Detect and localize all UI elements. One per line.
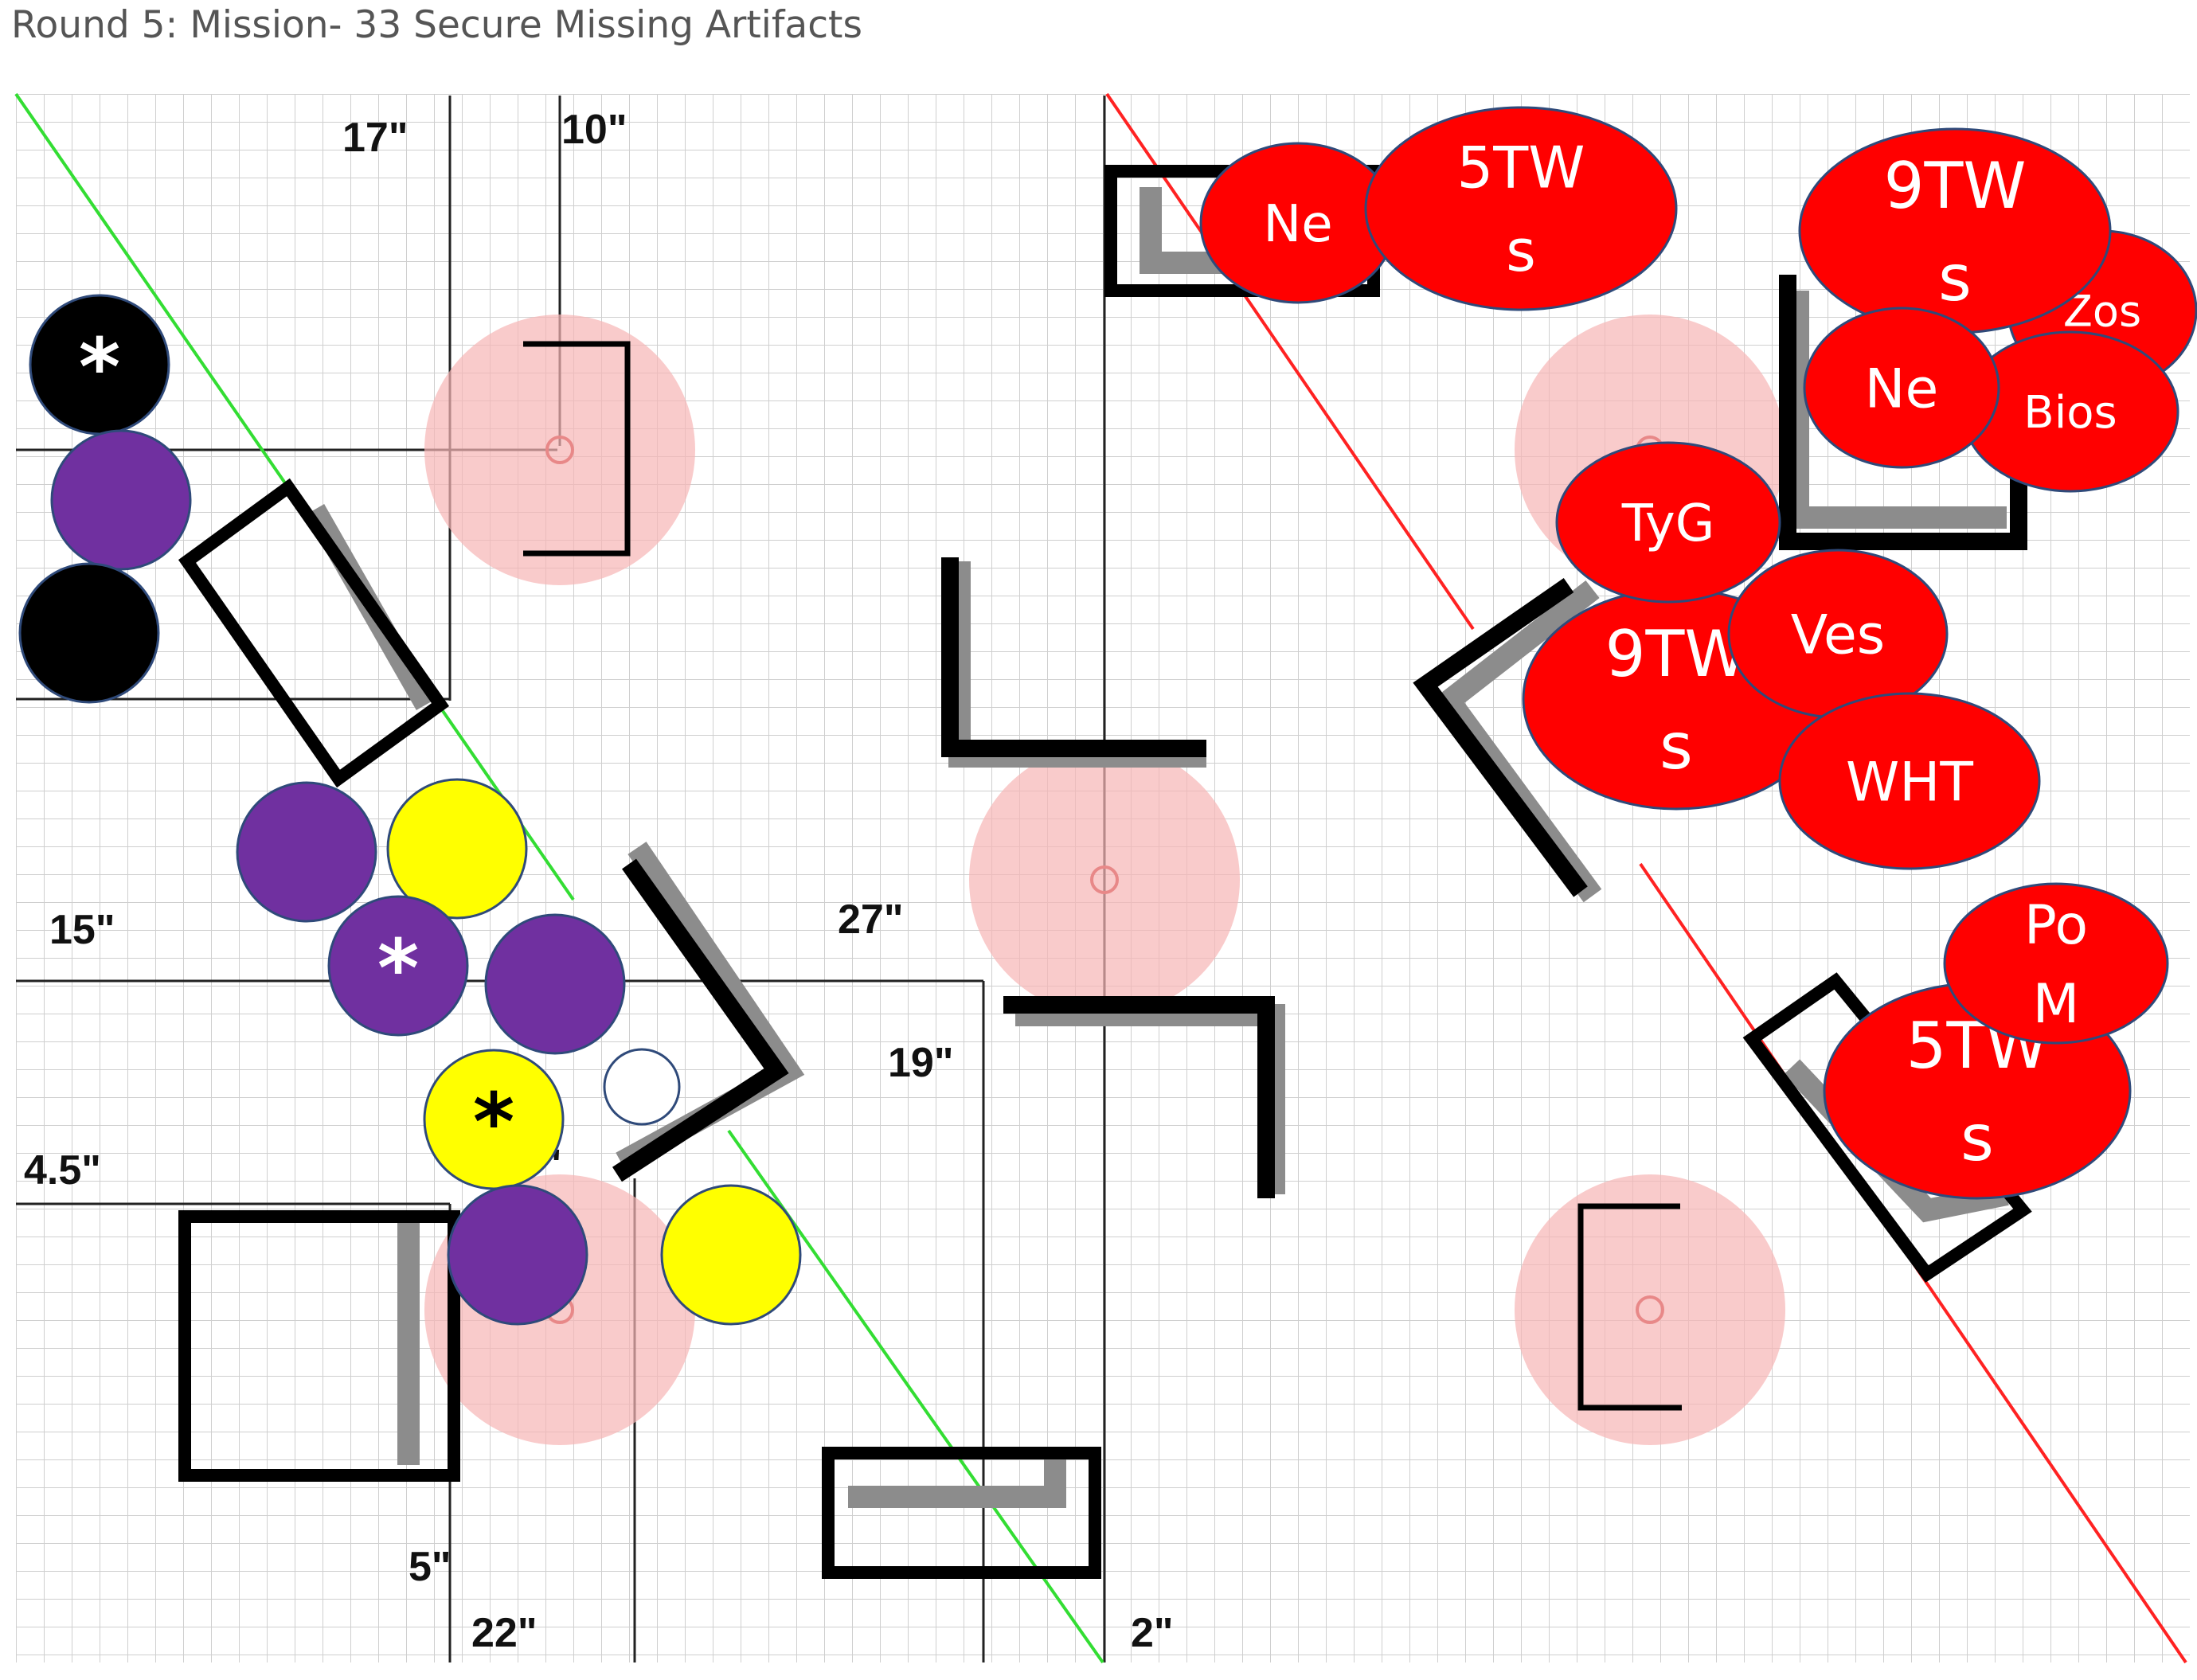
enemy-unit-ne[interactable]: Ne [1803, 307, 2000, 469]
terrain-ruin [822, 1447, 1101, 1579]
enemy-unit-bios[interactable]: Bios [1961, 330, 2179, 493]
enemy-unit-pom[interactable]: PoM [1943, 882, 2169, 1045]
enemy-unit-label: Ne [1865, 357, 1939, 420]
terrain-ruin [178, 478, 450, 788]
purple-unit-token[interactable] [484, 913, 626, 1055]
enemy-unit-wht[interactable]: WHT [1778, 692, 2041, 870]
black-unit-token[interactable] [18, 562, 160, 704]
player-tokens: * * * [18, 294, 802, 1326]
purple-unit-token[interactable] [447, 1184, 588, 1326]
measurement-label: 4.5" [24, 1147, 101, 1194]
measurement-label: 22" [471, 1610, 538, 1656]
yellow-unit-token[interactable]: * [423, 1049, 565, 1190]
enemy-unit-label: TyG [1621, 494, 1715, 553]
enemy-unit-label: s [1960, 1101, 1994, 1175]
objective-zone [969, 744, 1240, 1015]
measurement-label: 17" [342, 115, 409, 161]
objective-zone [1515, 1174, 1785, 1445]
objective-zone [424, 315, 695, 585]
enemy-unit-label: Bios [2023, 387, 2117, 439]
enemy-unit-ne[interactable]: Ne [1199, 142, 1397, 304]
yellow-unit-token[interactable] [660, 1184, 802, 1326]
terrain-brackets [523, 341, 1682, 1411]
enemy-unit-label: Ne [1263, 195, 1332, 254]
terrain-ruin [178, 1210, 460, 1482]
measurement-label: 27" [838, 897, 904, 943]
enemy-unit-label: 9TW [1884, 149, 2027, 223]
measurement-label: 10" [561, 107, 627, 153]
enemy-unit-label: WHT [1846, 751, 1973, 814]
yellow-unit-token[interactable] [386, 778, 528, 920]
measurement-label: 2" [1131, 1610, 1174, 1656]
enemy-unit-label: Po [2024, 894, 2088, 957]
enemy-deployment-line [1105, 92, 1475, 631]
enemy-unit-label: s [1506, 217, 1536, 284]
terrain-ruin [1742, 972, 2032, 1283]
enemy-unit-tyg[interactable]: TyG [1555, 441, 1781, 604]
measurement-label: 19" [888, 1040, 954, 1086]
purple-unit-token[interactable] [50, 429, 192, 571]
enemy-unit-9tws[interactable]: 9TW s [1798, 127, 2112, 334]
enemy-unit-ves[interactable]: Ves [1727, 549, 1949, 719]
asterisk-marker: * [79, 321, 120, 414]
purple-unit-token[interactable]: * [327, 895, 469, 1037]
purple-unit-token[interactable] [236, 781, 377, 923]
asterisk-marker: * [377, 922, 419, 1015]
enemy-unit-label: s [1938, 241, 1972, 315]
enemy-unit-5tws[interactable]: 5TW s [1364, 106, 1678, 311]
page-title: Round 5: Mission- 33 Secure Missing Arti… [11, 3, 862, 47]
enemy-unit-label: M [2033, 973, 2080, 1036]
enemy-unit-label: 5TW [1457, 135, 1585, 201]
measurement-label: 15" [49, 907, 115, 953]
black-unit-token[interactable]: * [29, 294, 170, 436]
enemy-unit-label: 9TW [1605, 617, 1748, 691]
asterisk-marker: * [473, 1076, 514, 1169]
enemy-unit-label: s [1659, 709, 1693, 783]
enemy-unit-label: Ves [1791, 604, 1886, 666]
measurement-label: 5" [409, 1544, 452, 1590]
white-unit-token[interactable] [603, 1048, 681, 1126]
